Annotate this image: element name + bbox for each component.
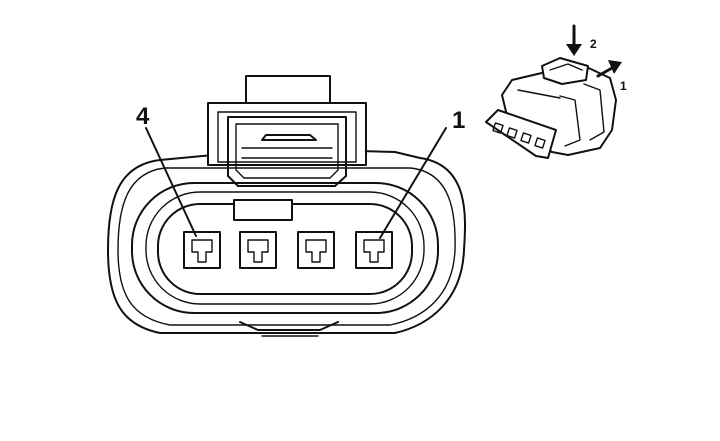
iso-rib-3 <box>517 89 561 99</box>
pin-3 <box>239 231 277 269</box>
arrow-right-label: 1 <box>620 79 627 93</box>
latch-housing-inner <box>217 111 357 163</box>
latch-housing <box>207 102 367 166</box>
arrow-right-icon <box>608 60 622 74</box>
seal-ring-outer <box>131 182 439 314</box>
outer-housing-inner-edge <box>117 167 456 326</box>
connector-front-view: 4 1 <box>107 75 466 337</box>
latch-lever <box>227 116 347 187</box>
leader-line-pin-4 <box>145 127 197 237</box>
pin-4 <box>183 231 221 269</box>
iso-pin-c <box>520 132 532 144</box>
latch-button <box>261 134 317 141</box>
iso-rib-1 <box>559 95 581 147</box>
key-tab <box>233 199 293 221</box>
leader-line-pin-1 <box>379 127 447 239</box>
latch-tab-top <box>245 75 331 107</box>
connector-isometric-view: 2 1 <box>485 24 627 159</box>
bottom-clip <box>239 321 339 331</box>
outer-housing <box>107 150 466 334</box>
arrow-down-label: 2 <box>590 37 597 51</box>
iso-latch-inner <box>549 63 583 71</box>
iso-latch <box>541 57 589 85</box>
latch-lever-inner <box>235 123 339 179</box>
pin-1-label: 1 <box>452 107 465 134</box>
iso-pin-a <box>492 122 504 134</box>
arrow-down-icon <box>566 44 582 56</box>
arrow-right-shaft <box>596 66 614 78</box>
seal-ring-mid <box>145 191 425 305</box>
pin-4-label: 4 <box>136 103 150 130</box>
iso-pin-b <box>506 127 518 139</box>
pin-2 <box>297 231 335 269</box>
pin-1 <box>355 231 393 269</box>
iso-rib-2 <box>583 83 605 141</box>
iso-pin-d <box>534 137 546 149</box>
